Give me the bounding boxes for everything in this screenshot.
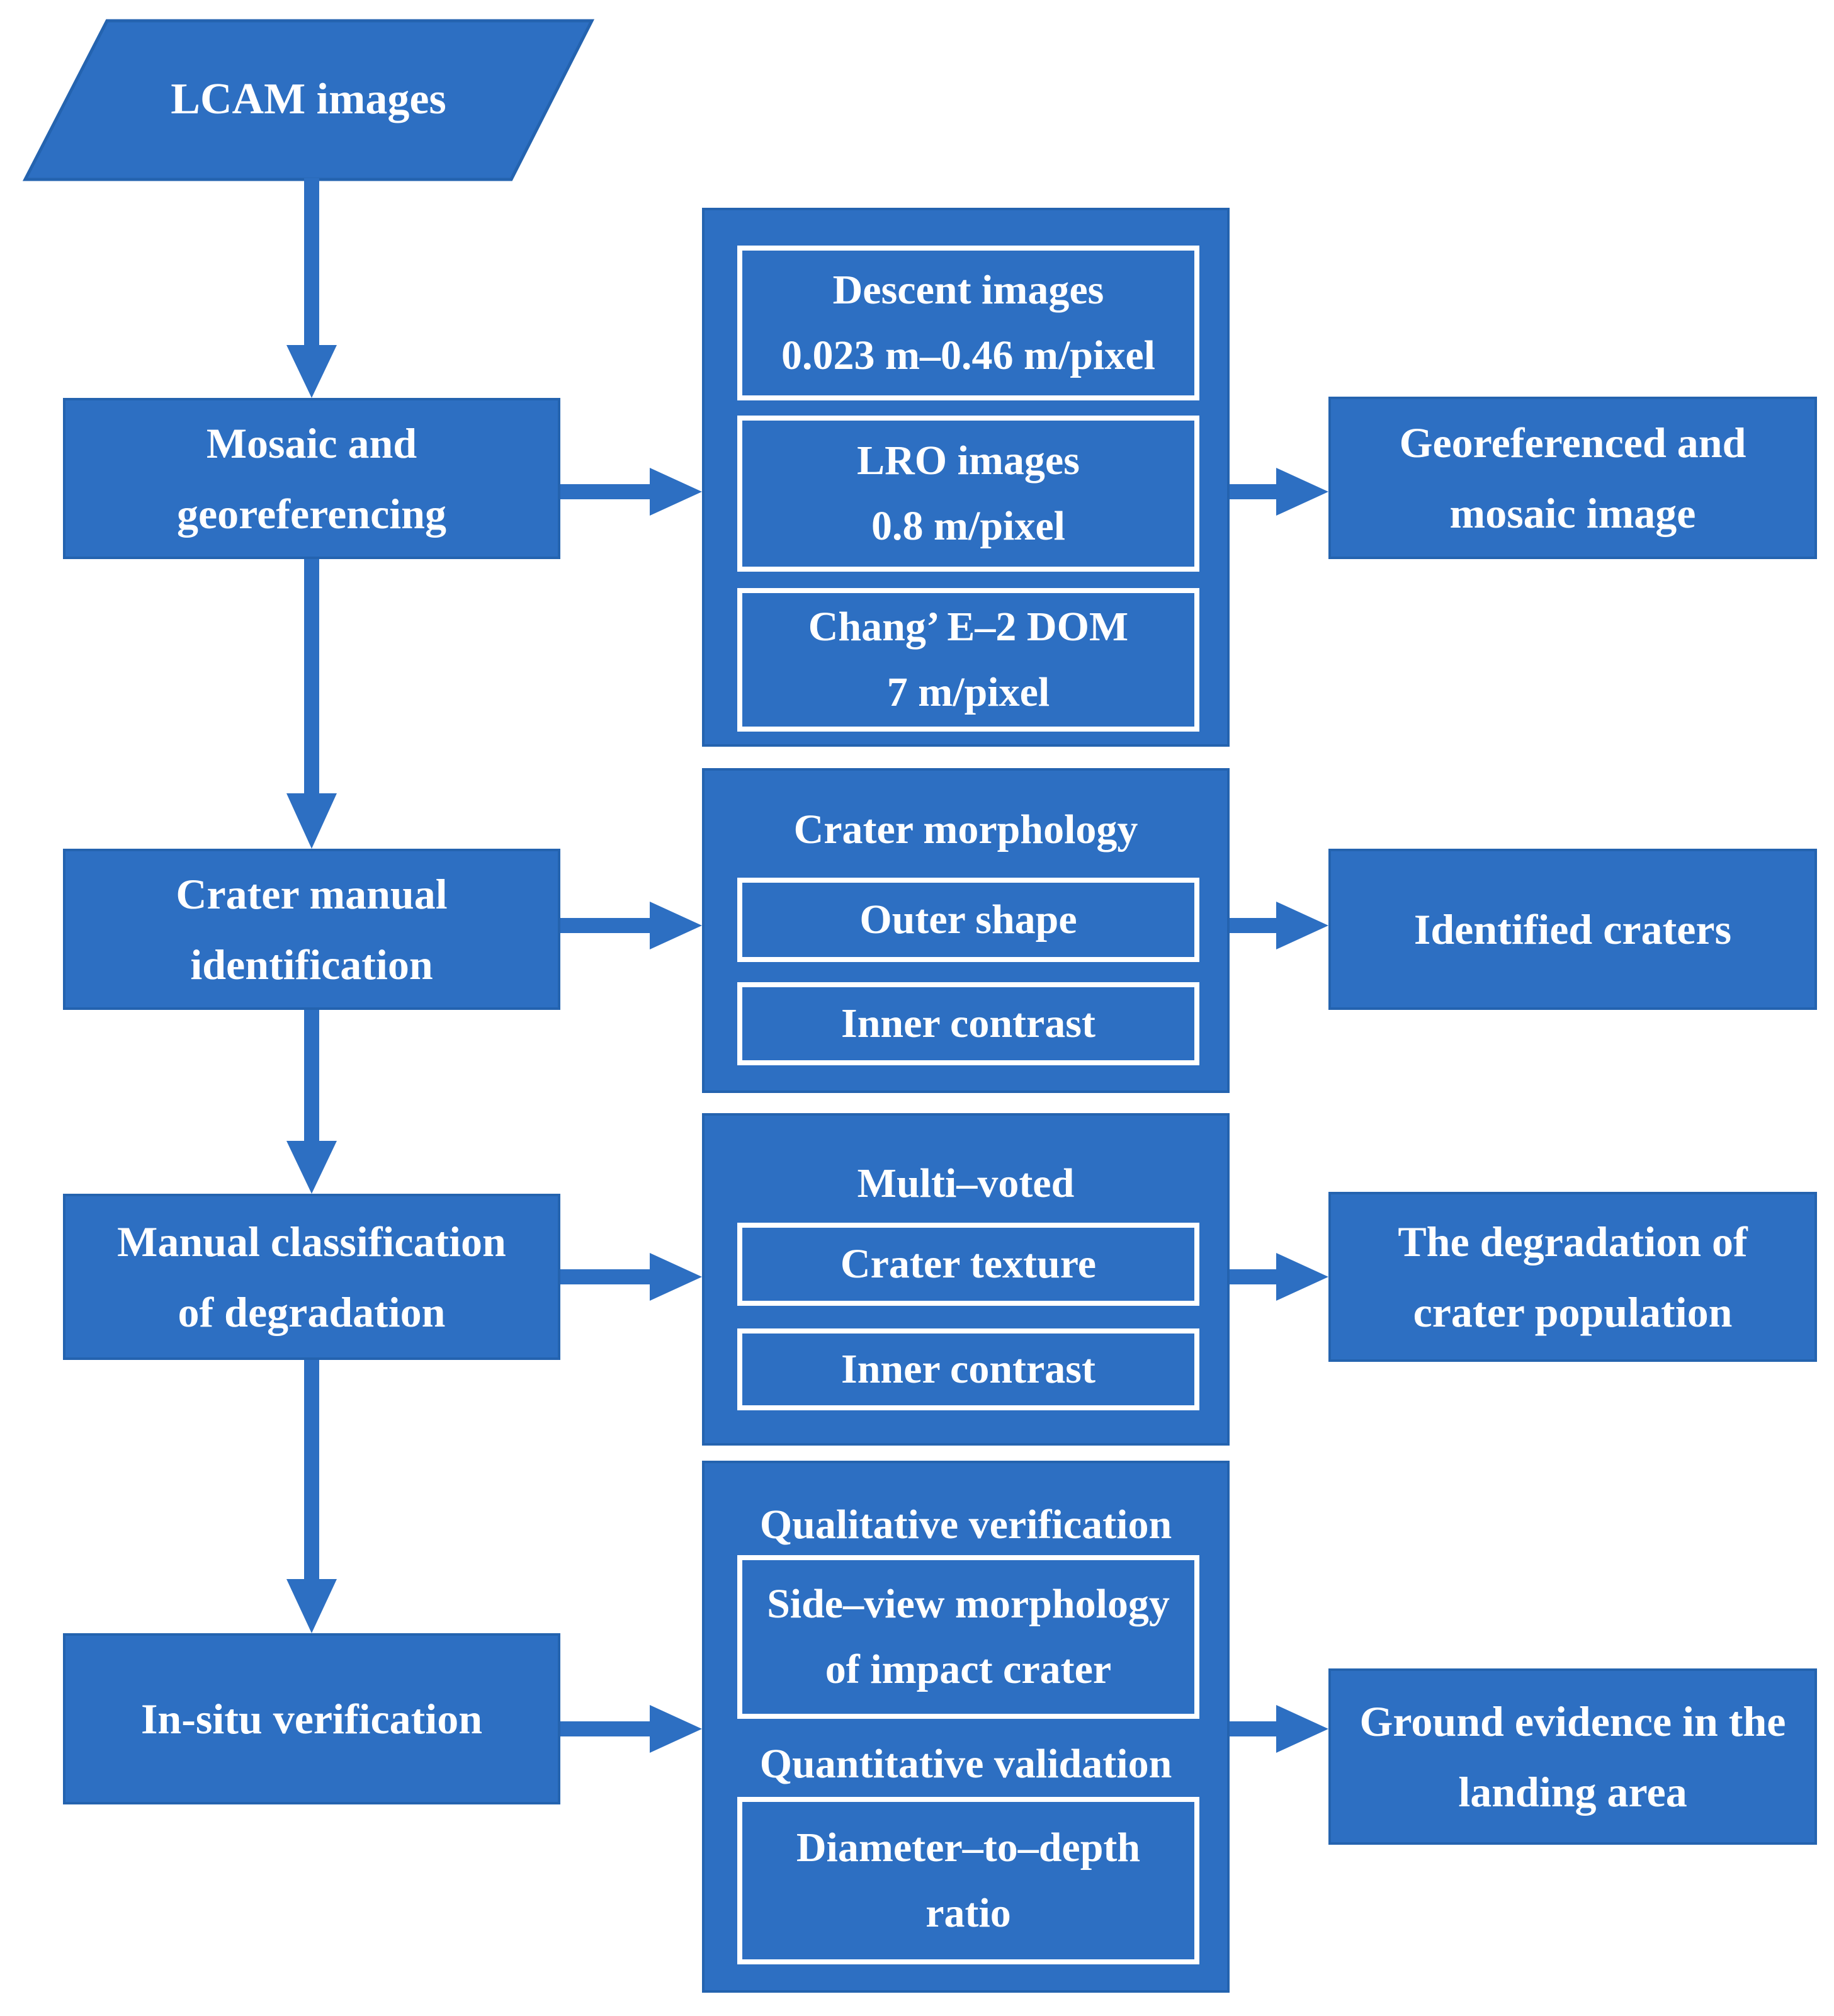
arrow-right-detail1-output1 xyxy=(1228,468,1328,516)
arrow-right-detail3-output3 xyxy=(1228,1253,1328,1301)
arrow-right-detail4-output4 xyxy=(1228,1705,1328,1753)
arrow-down-4 xyxy=(286,1359,337,1633)
node-georeferenced-mosaic-image: Georeferenced and mosaic image xyxy=(1328,397,1817,559)
node-label-line: Crater manual xyxy=(176,870,448,918)
node-label-line: Georeferenced and xyxy=(1399,419,1746,467)
group-heading-crater-morphology: Crater morphology xyxy=(793,807,1138,852)
parallelogram-shape xyxy=(22,19,595,181)
inner-box-diameter-to-depth-ratio: Diameter–to–depth ratio xyxy=(737,1797,1199,1964)
node-identified-craters: Identified craters xyxy=(1328,849,1817,1010)
detail-group-verification: Qualitative verification Side–view morph… xyxy=(702,1461,1230,1993)
inner-box-side-view-morphology: Side–view morphology of impact crater xyxy=(737,1555,1199,1719)
node-label-line: mosaic image xyxy=(1449,489,1696,537)
node-manual-classification-of-degradation: Manual classification of degradation xyxy=(63,1194,560,1360)
node-label-line: Mosaic and xyxy=(206,419,417,467)
inner-box-change2-dom: Chang’ E–2 DOM 7 m/pixel xyxy=(737,588,1199,732)
node-label-line: crater population xyxy=(1413,1288,1733,1336)
inner-box-outer-shape: Outer shape xyxy=(737,878,1199,962)
node-mosaic-and-georeferencing: Mosaic and georeferencing xyxy=(63,398,560,559)
inner-label-line: Chang’ E–2 DOM xyxy=(808,604,1129,650)
node-label-line: The degradation of xyxy=(1398,1218,1748,1266)
node-in-situ-verification: In-situ verification xyxy=(63,1633,560,1804)
node-label: LCAM images xyxy=(171,75,446,123)
detail-group-image-sources: Descent images 0.023 m–0.46 m/pixel LRO … xyxy=(702,208,1230,747)
group-heading-qualitative-verification: Qualitative verification xyxy=(759,1502,1172,1548)
inner-label-line: Inner contrast xyxy=(841,1000,1095,1046)
node-label-line: georeferencing xyxy=(177,490,446,538)
inner-box-inner-contrast-2: Inner contrast xyxy=(737,1328,1199,1410)
arrow-right-step1-detail1 xyxy=(559,468,702,516)
detail-group-multi-voted: Multi–voted Crater texture Inner contras… xyxy=(702,1113,1230,1446)
inner-box-lro-images: LRO images 0.8 m/pixel xyxy=(737,416,1199,572)
arrow-right-step2-detail2 xyxy=(559,902,702,949)
inner-label-line: of impact crater xyxy=(825,1646,1112,1692)
inner-box-descent-images: Descent images 0.023 m–0.46 m/pixel xyxy=(737,246,1199,400)
node-label-line: Manual classification xyxy=(117,1218,506,1266)
inner-box-crater-texture: Crater texture xyxy=(737,1223,1199,1306)
arrow-down-3 xyxy=(286,1009,337,1194)
node-label-line: landing area xyxy=(1458,1768,1687,1816)
arrow-right-detail2-output2 xyxy=(1228,902,1328,949)
node-label-line: Ground evidence in the xyxy=(1359,1697,1786,1745)
inner-label-line: Side–view morphology xyxy=(767,1581,1170,1627)
inner-label-line: 0.8 m/pixel xyxy=(871,503,1065,549)
node-degradation-of-crater-population: The degradation of crater population xyxy=(1328,1192,1817,1362)
inner-label-line: Outer shape xyxy=(859,897,1077,943)
node-label-line: In-situ verification xyxy=(140,1695,483,1743)
node-label-line: identification xyxy=(190,941,433,988)
inner-label-line: 0.023 m–0.46 m/pixel xyxy=(781,332,1155,378)
node-label-line: Identified craters xyxy=(1413,905,1732,953)
group-heading-quantitative-validation: Quantitative validation xyxy=(759,1741,1172,1787)
detail-group-crater-morphology: Crater morphology Outer shape Inner cont… xyxy=(702,768,1230,1093)
node-crater-manual-identification: Crater manual identification xyxy=(63,849,560,1010)
group-heading-multi-voted: Multi–voted xyxy=(857,1160,1075,1206)
arrow-right-step4-detail4 xyxy=(559,1705,702,1753)
arrow-down-1 xyxy=(286,178,337,398)
node-label-line: of degradation xyxy=(178,1288,446,1336)
arrow-down-2 xyxy=(286,558,337,849)
node-lcam-images: LCAM images xyxy=(94,62,523,137)
inner-box-inner-contrast: Inner contrast xyxy=(737,982,1199,1065)
inner-label-line: Inner contrast xyxy=(841,1346,1095,1392)
arrow-right-step3-detail3 xyxy=(559,1253,702,1301)
inner-label-line: Descent images xyxy=(832,267,1104,313)
inner-label-line: Diameter–to–depth xyxy=(796,1825,1141,1871)
inner-label-line: Crater texture xyxy=(840,1241,1097,1287)
inner-label-line: ratio xyxy=(925,1890,1011,1936)
node-ground-evidence-landing-area: Ground evidence in the landing area xyxy=(1328,1668,1817,1845)
inner-label-line: 7 m/pixel xyxy=(886,669,1050,715)
inner-label-line: LRO images xyxy=(857,438,1080,484)
